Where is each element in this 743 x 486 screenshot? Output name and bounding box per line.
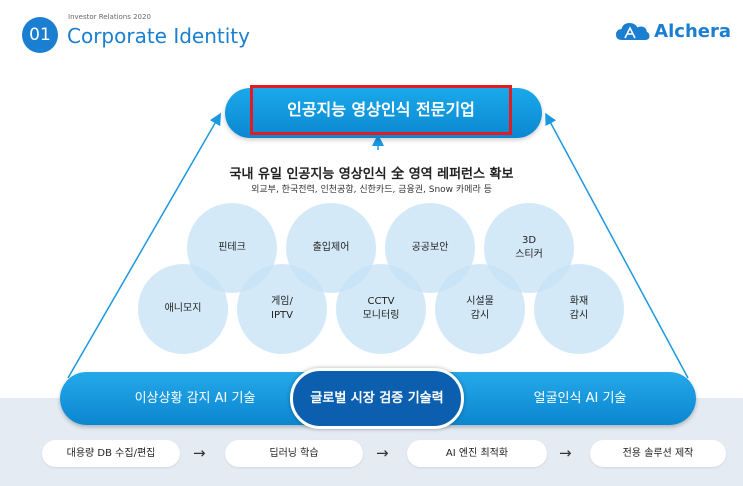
circle-cctv-monitoring: CCTV 모니터링: [336, 264, 426, 354]
tech-anomaly-detection: 이상상황 감지 AI 기술: [134, 391, 256, 406]
tech-global-proven: 글로벌 시장 검증 기술력: [290, 368, 464, 429]
company-logo: Alchera: [614, 20, 731, 42]
top-banner-label: 인공지능 영상인식 전문기업: [250, 85, 512, 135]
step-arrow-3: →: [559, 444, 572, 462]
logo-text: Alchera: [654, 20, 731, 42]
page-title: Corporate Identity: [67, 24, 250, 48]
right-edge-arrow: [545, 112, 689, 379]
cloud-logo-icon: [616, 23, 650, 40]
step-dedicated-solution: 전용 솔루션 제작: [590, 440, 726, 467]
step-arrow-2: →: [376, 444, 389, 462]
step-ai-optimization: AI 엔진 최적화: [407, 440, 547, 467]
step-db-collection: 대용량 DB 수집/편집: [42, 440, 180, 467]
reference-title: 국내 유일 인공지능 영상인식 全 영역 레퍼런스 확보: [229, 167, 514, 182]
header: 01 Investor Relations 2020 Corporate Ide…: [0, 0, 743, 58]
reference-clients: 외교부, 한국전력, 인천공항, 신한카드, 금융권, Snow 카메라 등: [251, 185, 492, 195]
tech-face-recognition: 얼굴인식 AI 기술: [533, 391, 627, 406]
header-subtitle: Investor Relations 2020: [68, 13, 151, 21]
circle-facility-monitoring: 시설물 감시: [435, 264, 525, 354]
circle-animoji: 애니모지: [138, 264, 228, 354]
circle-game-iptv: 게임/ IPTV: [237, 264, 327, 354]
circle-fire-monitoring: 화재 감시: [534, 264, 624, 354]
left-edge-arrow: [67, 112, 221, 379]
section-number-badge: 01: [22, 17, 58, 53]
step-arrow-1: →: [193, 444, 206, 462]
step-deep-learning: 딥러닝 학습: [225, 440, 363, 467]
top-banner-pill: [225, 88, 542, 138]
